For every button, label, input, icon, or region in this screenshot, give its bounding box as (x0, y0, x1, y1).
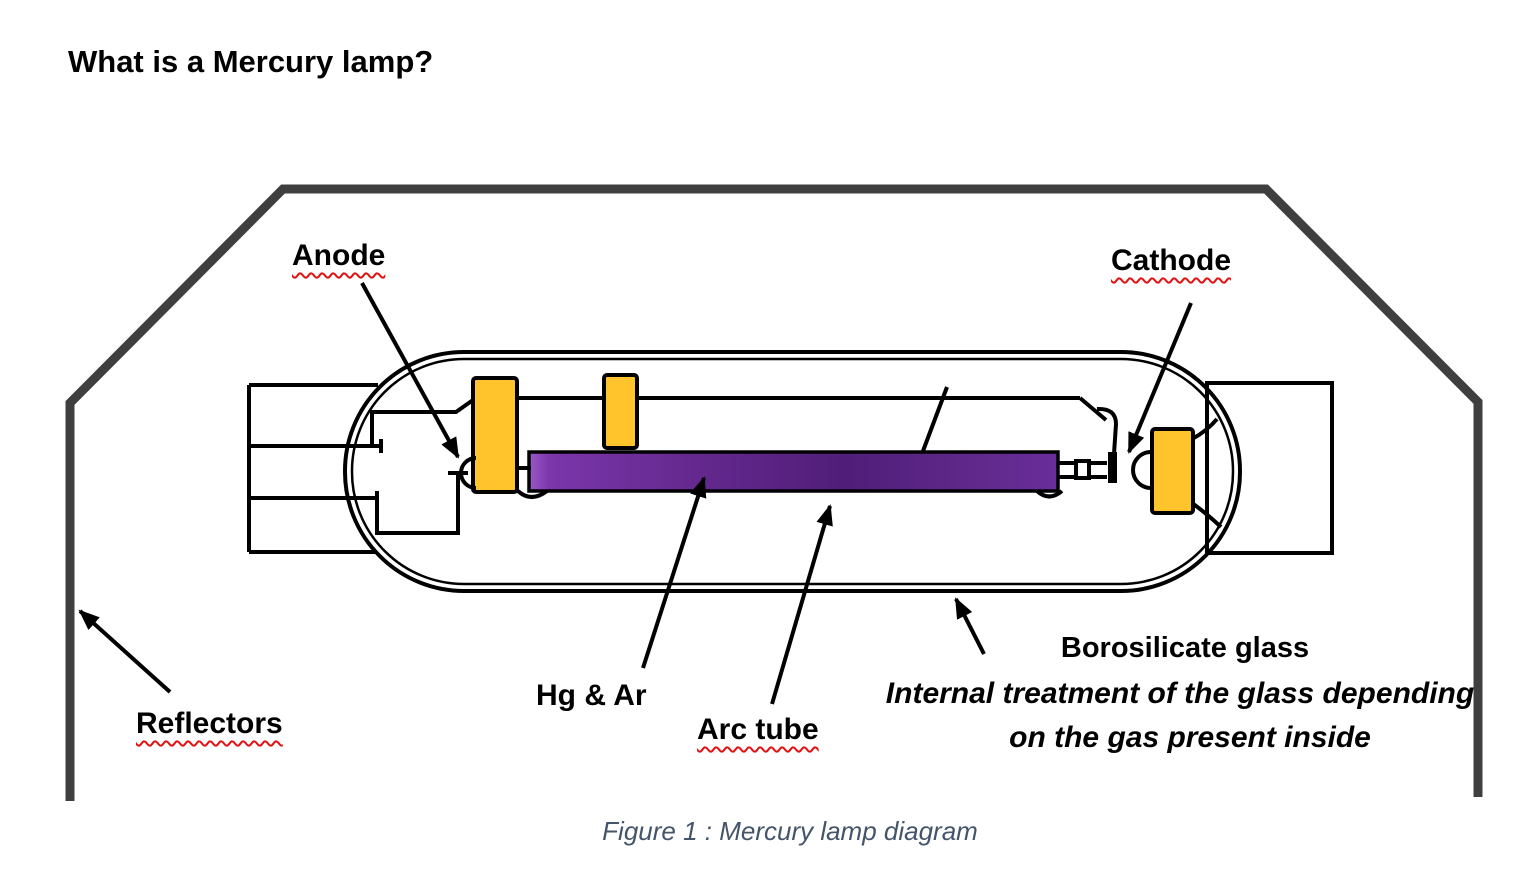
lamp-envelope-outer (343, 350, 1242, 593)
cathode-pin-wires (1058, 461, 1107, 479)
anode-tip-hook (459, 456, 477, 490)
lamp-envelope-inner (350, 357, 1235, 586)
label-internal-treatment-line2: on the gas present inside (1009, 721, 1371, 754)
cathode-feed-wire (1078, 396, 1119, 455)
page-title: What is a Mercury lamp? (68, 44, 434, 79)
label-borosilicate-glass: Borosilicate glass (1060, 632, 1310, 664)
tube-end-caps (516, 489, 1064, 499)
internal-wiring (370, 386, 1119, 535)
anode-feed-wire (370, 398, 475, 446)
cathode-pinch-seal (1108, 452, 1117, 483)
label-hg-ar: Hg & Ar (536, 679, 647, 712)
cathode-tip-hook (1131, 450, 1152, 490)
electrode-support-middle (602, 373, 639, 450)
cathode-arrow (1127, 302, 1193, 454)
label-arc-tube: Arc tube (697, 713, 819, 746)
borosilicate-arrow (954, 597, 986, 655)
hg-ar-arrow (641, 476, 707, 669)
cathode-pin-block (1074, 459, 1091, 480)
left-lamp-base (247, 383, 383, 554)
label-anode: Anode (292, 239, 386, 272)
electrode-details (459, 417, 1223, 529)
electrode-support-left (471, 376, 519, 494)
figure-caption: Figure 1 : Mercury lamp diagram (602, 816, 978, 846)
arc-tube-arrow (770, 504, 833, 705)
label-reflectors: Reflectors (136, 707, 283, 740)
cathode-support-wires (1190, 417, 1223, 529)
callout-arrows (78, 282, 1193, 705)
anode-arrow (360, 282, 460, 459)
electrode-support-right (1150, 427, 1195, 515)
anode-bracket-wire (375, 471, 468, 535)
tube-strap-wire (921, 386, 949, 452)
arc-tube-shape (527, 450, 1060, 493)
label-internal-treatment-line1: Internal treatment of the glass dependin… (885, 677, 1475, 710)
reflectors-arrow (78, 609, 172, 694)
label-cathode: Cathode (1111, 244, 1231, 277)
right-lamp-base (1205, 381, 1334, 555)
